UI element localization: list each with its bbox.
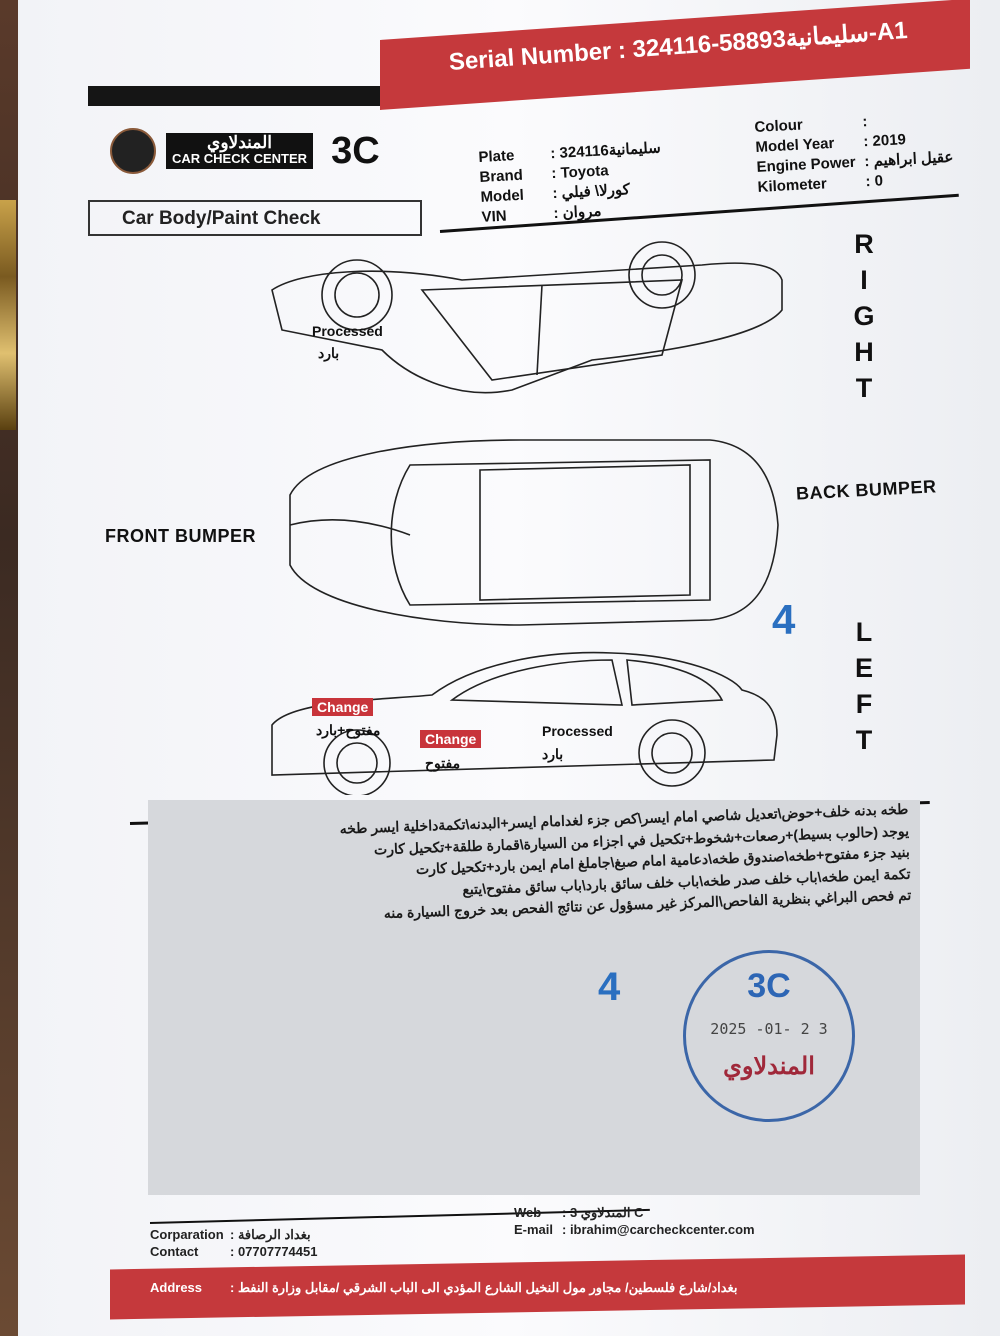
logo-text: CAR CHECK CENTER (172, 151, 308, 166)
car-right-side-diagram (271, 241, 783, 394)
email-link[interactable]: : ibrahim@carcheckcenter.com (562, 1222, 755, 1237)
header-bar (88, 86, 388, 106)
section-title: Car Body/Paint Check (88, 200, 422, 236)
right-side-label: RIGHT (853, 229, 875, 403)
footer-web-email: Web: 3 المندلاوي C E-mail: ibrahim@carch… (514, 1205, 755, 1237)
inspection-stamp: 3C 2025 -01- 2 3 المندلاوي (683, 950, 855, 1122)
background-object (0, 200, 16, 430)
vehicle-info-left: Plate: 324116سليمانية Brand: Toyota Mode… (478, 139, 662, 226)
damage-count: 4 (772, 596, 796, 643)
footer-contact: Corparation: بغداد الرصافة Contact: 0770… (150, 1227, 318, 1259)
mark-tag: Processed (312, 323, 383, 339)
mark-tag: Change (312, 698, 374, 716)
front-bumper-label: FRONT BUMPER (105, 526, 256, 546)
car-top-view-diagram (289, 439, 779, 626)
mark-note: مفتوح (425, 755, 461, 771)
address: Address: بغداد/شارع فلسطين/ مجاور مول ال… (150, 1280, 738, 1295)
handwritten-count: 4 (598, 965, 621, 1009)
mark-note: مفتوح+بارد (316, 722, 381, 738)
mark-tag: Processed (542, 723, 613, 739)
mark-note: بارد (542, 746, 564, 762)
logo-arabic: المندلاوي (207, 133, 273, 152)
logo-emblem-icon (110, 128, 156, 174)
car-left-side-diagram (271, 651, 778, 795)
vehicle-info-right: Colour: Model Year: 2019 Engine Power: ع… (754, 113, 954, 196)
mark-note: بارد (318, 345, 340, 361)
logo-3c: 3C (331, 129, 380, 172)
mark-tag: Change (420, 730, 482, 748)
left-side-label: LEFT (854, 617, 873, 755)
